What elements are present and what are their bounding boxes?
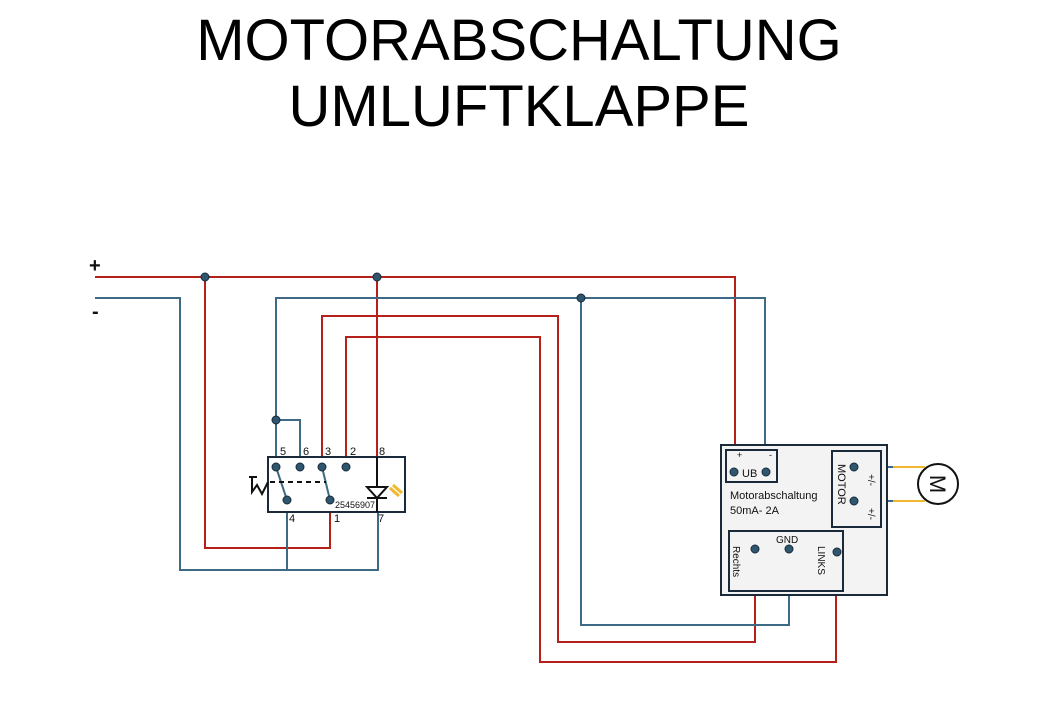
motor-icon (917, 463, 959, 505)
wire-pin1 (204, 277, 331, 549)
links-label: LINKS (815, 546, 826, 575)
junction-dot (576, 293, 586, 303)
ub-plus-label: + (737, 450, 742, 460)
module-box (720, 444, 888, 596)
title-line-1: MOTORABSCHALTUNG (196, 8, 842, 73)
motor-label: MOTOR (835, 464, 847, 505)
switch-box (267, 456, 406, 513)
pin-label: 6 (303, 446, 309, 458)
wire-links (345, 336, 837, 663)
wire-pin6 (276, 419, 301, 467)
motor-box (831, 450, 882, 528)
motor-pin-label: +/- (865, 474, 876, 486)
part-number: 25456907 (335, 500, 375, 510)
led-icon (364, 486, 390, 500)
pin-label: 3 (325, 446, 331, 458)
minus-wire (95, 297, 379, 571)
wire-ub-minus (275, 297, 766, 472)
junction-dot (372, 272, 382, 282)
ub-label: UB (742, 468, 757, 480)
junction-dot (271, 415, 281, 425)
io-box (728, 530, 844, 592)
title-line-2: UMLUFTKLAPPE (288, 74, 750, 139)
plus-wire (95, 276, 736, 470)
motor-pin-label: +/- (865, 508, 876, 520)
wire-rechts (321, 315, 756, 643)
ub-minus-label: - (769, 450, 772, 460)
junction-dot (200, 272, 210, 282)
motor-symbol: M (925, 475, 950, 493)
pin-label: 5 (280, 446, 286, 458)
pin-label: 4 (289, 513, 295, 525)
pin-label: 8 (379, 446, 385, 458)
module-rating: 50mA- 2A (730, 505, 780, 517)
minus-label: - (92, 301, 99, 323)
plus-label: + (89, 255, 101, 277)
pin-label: 1 (334, 513, 340, 525)
pin-label: 2 (350, 446, 356, 458)
motor-leads (893, 466, 925, 502)
gnd-label: GND (776, 535, 798, 546)
actuator-icon (249, 476, 269, 497)
pin-label: 7 (378, 513, 384, 525)
module-name: Motorabschaltung (730, 490, 817, 502)
ub-box (725, 449, 778, 483)
rechts-label: Rechts (730, 546, 741, 577)
light-rays-icon (389, 483, 403, 498)
